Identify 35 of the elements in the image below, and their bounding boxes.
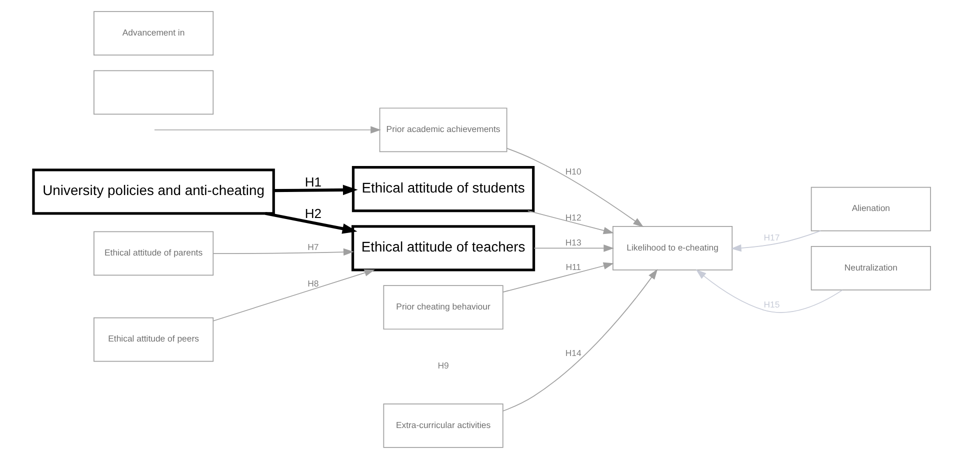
label: H9: [437, 360, 448, 371]
node-box: Prior cheating behaviour: [382, 285, 503, 330]
edge-label: H14: [564, 348, 581, 358]
arrow: [212, 269, 374, 322]
arrow: [526, 210, 614, 234]
arrow: [273, 184, 358, 196]
node-box: University policies and anti-cheating: [32, 168, 274, 215]
node-box: Extra-curricular activities: [382, 404, 503, 448]
arrow: [533, 244, 614, 252]
edge-label: H7: [307, 242, 318, 252]
node-box: Ethical attitude of teachers: [351, 225, 535, 272]
arrow: [502, 268, 658, 412]
edge-label: H12: [564, 212, 581, 222]
edge-label: H2: [304, 206, 322, 221]
arrow: [212, 248, 354, 256]
arrow: [154, 126, 381, 134]
arrow: [730, 230, 821, 252]
edge-label: H8: [307, 278, 318, 288]
edge-label: H1: [304, 174, 322, 190]
node-box: [93, 70, 214, 115]
edge-label: H13: [564, 238, 581, 248]
node-box: Ethical attitude of peers: [93, 317, 214, 362]
node-box: Prior academic achievements: [378, 108, 507, 152]
arrow: [695, 269, 842, 313]
edge-label: H10: [564, 166, 581, 176]
node-box: Alienation: [810, 186, 930, 232]
arrow: [506, 148, 644, 228]
node-box: Likelihood to e-cheating: [612, 226, 732, 270]
arrow: [264, 212, 357, 234]
node-box: Ethical attitude of parents: [93, 231, 214, 276]
node-box: Advancement in: [93, 11, 214, 56]
node-box: Ethical attitude of students: [351, 166, 534, 212]
node-box: Neutralization: [810, 246, 930, 290]
edge-label: H11: [565, 262, 581, 272]
arrow: [502, 262, 614, 292]
